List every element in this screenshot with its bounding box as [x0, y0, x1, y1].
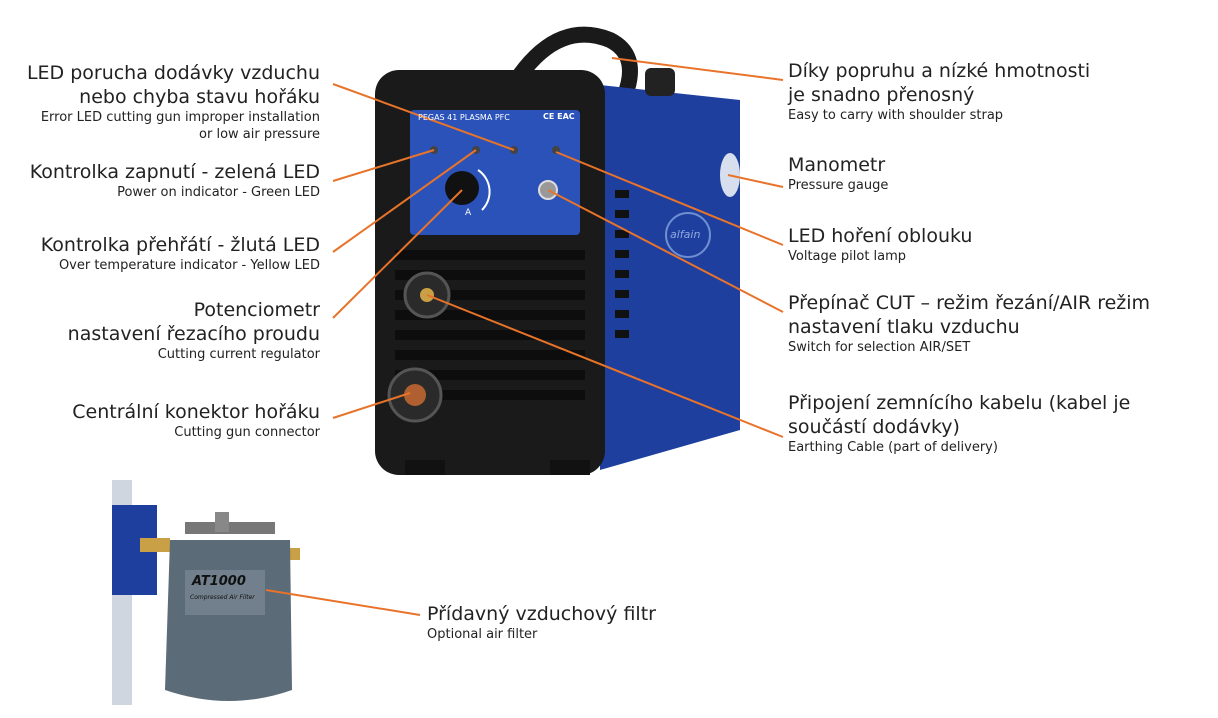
current-knob[interactable] [445, 171, 479, 205]
filter-model-label: AT1000 [192, 574, 246, 589]
control-panel [410, 110, 580, 235]
callout-lines [265, 57, 784, 616]
front-vents [395, 250, 585, 400]
side-vents [615, 190, 629, 338]
air-filter-body [165, 540, 292, 701]
shoulder-strap [513, 26, 638, 98]
filter-sub-label: Compressed Air Filter [190, 594, 255, 601]
brand-logo [665, 212, 711, 258]
machine-model-label: PEGAS 41 PLASMA PFC [418, 113, 510, 122]
machine-brand: alfain [670, 228, 701, 241]
dial-unit: A [465, 208, 472, 218]
machine-side-panel [600, 85, 740, 470]
air-inlet [645, 68, 675, 96]
cert-marks: CE EAC [543, 112, 575, 121]
